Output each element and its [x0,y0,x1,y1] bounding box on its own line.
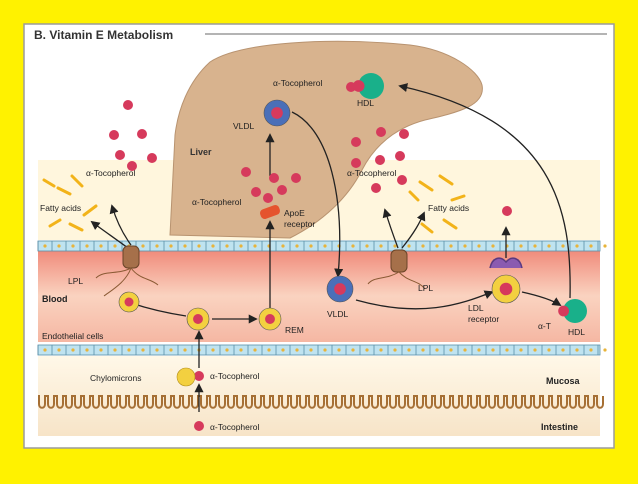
tocopherol-dot [502,206,512,216]
label-tocopherol-right: α-Tocopherol [347,168,396,178]
label-fatty-acids-left: Fatty acids [40,203,81,213]
apoe-receptor [260,205,280,219]
label-mucosa: Mucosa [546,376,581,386]
label-lpl-right: LPL [418,283,433,293]
label-hdl-blood: HDL [568,327,585,337]
arrow-ldl-to-hdl [521,291,562,306]
label-vldl-blood: VLDL [327,309,349,319]
fatty-acid-mark [56,186,72,196]
tocopherol-dot [371,183,381,193]
vldl-liver-particle [263,99,291,127]
label-tocopherol-liver-top: α-Tocopherol [273,78,322,88]
tocopherol-dot [251,187,261,197]
label-apoe-receptor-1: ApoE [284,208,305,218]
tocopherol-dot [263,193,273,203]
tocopherol-dot [291,173,301,183]
tocopherol-dot [137,129,147,139]
arrow-hdl-up-to-liver-hdl [398,83,571,299]
label-apoe-receptor-2: receptor [284,219,315,229]
arrows [90,83,571,412]
chylomicron-blood-particle [186,307,210,331]
label-tocopherol-intestine: α-Tocopherol [210,422,259,432]
label-chylomicrons: Chylomicrons [90,373,142,383]
arrow-lpl-right-fatty [401,211,426,249]
tocopherol-dot [277,185,287,195]
tocopherol-dot [194,421,204,431]
lpl-enzyme-right [390,249,408,273]
label-intestine: Intestine [541,422,578,432]
tocopherol-dot [123,100,133,110]
rem-particle [258,307,282,331]
label-tocopherol-mucosa: α-Tocopherol [210,371,259,381]
arrow-vldl-to-blood [291,111,344,278]
tocopherol-dot [375,155,385,165]
chylomicron-remnant-left [118,291,140,313]
tocopherol-dot [109,130,119,140]
fatty-acid-mark [82,204,98,217]
tocopherol-dot [241,167,251,177]
fatty-acid-mark [420,222,434,234]
lpl-strands-left [95,267,159,297]
tocopherol-dot [147,153,157,163]
label-tocopherol-left: α-Tocopherol [86,168,135,178]
tocopherol-dot [351,137,361,147]
tocopherol-dot [194,371,204,381]
arrow-vldl-to-ldl [355,290,494,310]
arrow-lpl-left-to-tissue [109,204,132,246]
lpl-enzyme-left [122,245,140,269]
fatty-acid-mark [70,174,84,188]
hdl-blood-particle [558,299,587,323]
label-ldl-receptor-2: receptor [468,314,499,324]
arrow-lpl-right-to-tissue [382,208,399,249]
hdl-liver-particle [352,73,384,99]
tocopherol-dot [269,173,279,183]
fatty-acid-mark [418,180,434,192]
tocopherol-dot [127,161,137,171]
tocopherol-dot [399,129,409,139]
tocopherol-dot [115,150,125,160]
label-endothelial-cells: Endothelial cells [42,331,103,341]
fatty-acid-mark [68,222,84,232]
label-ldl-receptor-1: LDL [468,303,484,313]
lpl-strands-right [367,271,426,290]
tocopherol-dot [395,151,405,161]
endothelial-row-top [37,240,607,252]
fatty-acid-mark [48,218,62,228]
arrow-lpl-left-fatty [90,220,129,249]
fatty-acid-mark [408,190,420,202]
ldl-particle [491,274,521,304]
fatty-acid-mark [442,218,458,230]
fatty-acid-mark [438,174,454,186]
label-blood: Blood [42,294,68,304]
label-lpl-left: LPL [68,276,83,286]
label-fatty-acids-right: Fatty acids [428,203,469,213]
endothelial-row-bottom [37,344,607,356]
ldl-receptor-shape [489,257,523,269]
label-rem: REM [285,325,304,335]
fatty-acid-mark [42,178,56,188]
label-alpha-t: α-T [538,321,551,331]
fatty-acid-mark [450,194,466,202]
label-liver: Liver [190,147,212,157]
vldl-blood-particle [326,275,354,303]
label-tocopherol-liver-mid: α-Tocopherol [192,197,241,207]
label-vldl-liver: VLDL [233,121,255,131]
tocopherol-dot [376,127,386,137]
chylomicron-mucosa [176,367,196,387]
intestinal-villi [38,395,604,409]
diagram-title: B. Vitamin E Metabolism [34,28,173,42]
tocopherol-dot [351,158,361,168]
tocopherol-dot [397,175,407,185]
label-hdl-liver: HDL [357,98,374,108]
particles [42,73,587,431]
